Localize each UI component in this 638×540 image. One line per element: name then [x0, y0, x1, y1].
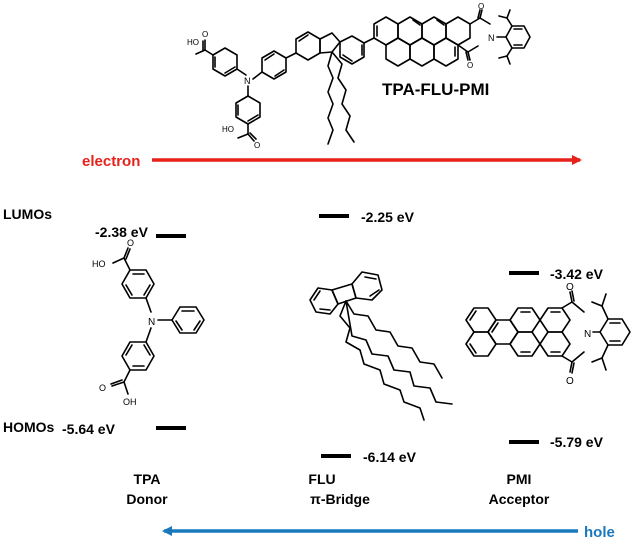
- tpa-ho-label: HO: [92, 259, 106, 269]
- molecule-title: TPA-FLU-PMI: [382, 80, 489, 99]
- lumos-label: LUMOs: [3, 206, 52, 222]
- tpa-lumo-value: -2.38 eV: [95, 224, 149, 240]
- top-n-label: N: [244, 76, 251, 86]
- pmi-o2-label: O: [566, 376, 574, 387]
- top-perylene-core: [373, 16, 471, 67]
- top-imide-o2-label: O: [467, 61, 473, 70]
- pmi-role: Acceptor: [489, 491, 550, 507]
- tpa-n-label: N: [148, 317, 155, 328]
- pmi-lumo-value: -3.42 eV: [550, 266, 604, 282]
- tpa-o2-label: O: [99, 383, 106, 393]
- flu-lumo-value: -2.25 eV: [361, 209, 415, 225]
- flu-role: π-Bridge: [310, 491, 370, 507]
- tpa-homo-value: -5.64 eV: [62, 421, 116, 437]
- top-o2-label: O: [254, 141, 260, 150]
- electron-arrow: electron: [82, 153, 582, 170]
- top-ho-label: HO: [187, 38, 199, 47]
- top-imide-o1-label: O: [478, 2, 484, 11]
- flu-homo-value: -6.14 eV: [363, 449, 417, 465]
- tpa-structure: HO O N O OH: [92, 238, 205, 407]
- molecule-tpa-flu-pmi: HO O N HO O: [187, 2, 531, 150]
- tpa-name: TPA: [134, 471, 161, 487]
- hole-arrow: hole: [162, 524, 615, 540]
- hole-label: hole: [584, 524, 615, 540]
- homos-label: HOMOs: [3, 419, 55, 435]
- top-ho2-label: HO: [222, 125, 234, 134]
- tpa-role: Donor: [126, 491, 168, 507]
- pmi-structure: O O N: [465, 282, 631, 387]
- tpa-o-label: O: [127, 238, 134, 248]
- electron-label: electron: [82, 153, 140, 170]
- flu-name: FLU: [308, 471, 335, 487]
- flu-structure: [309, 271, 453, 421]
- pmi-o1-label: O: [566, 282, 574, 293]
- top-o-label: O: [202, 30, 208, 39]
- pmi-homo-value: -5.79 eV: [550, 434, 604, 450]
- pmi-name: PMI: [507, 471, 532, 487]
- top-imide-n-label: N: [488, 33, 495, 43]
- pmi-n-label: N: [584, 329, 591, 340]
- tpa-oh-label: OH: [123, 397, 137, 407]
